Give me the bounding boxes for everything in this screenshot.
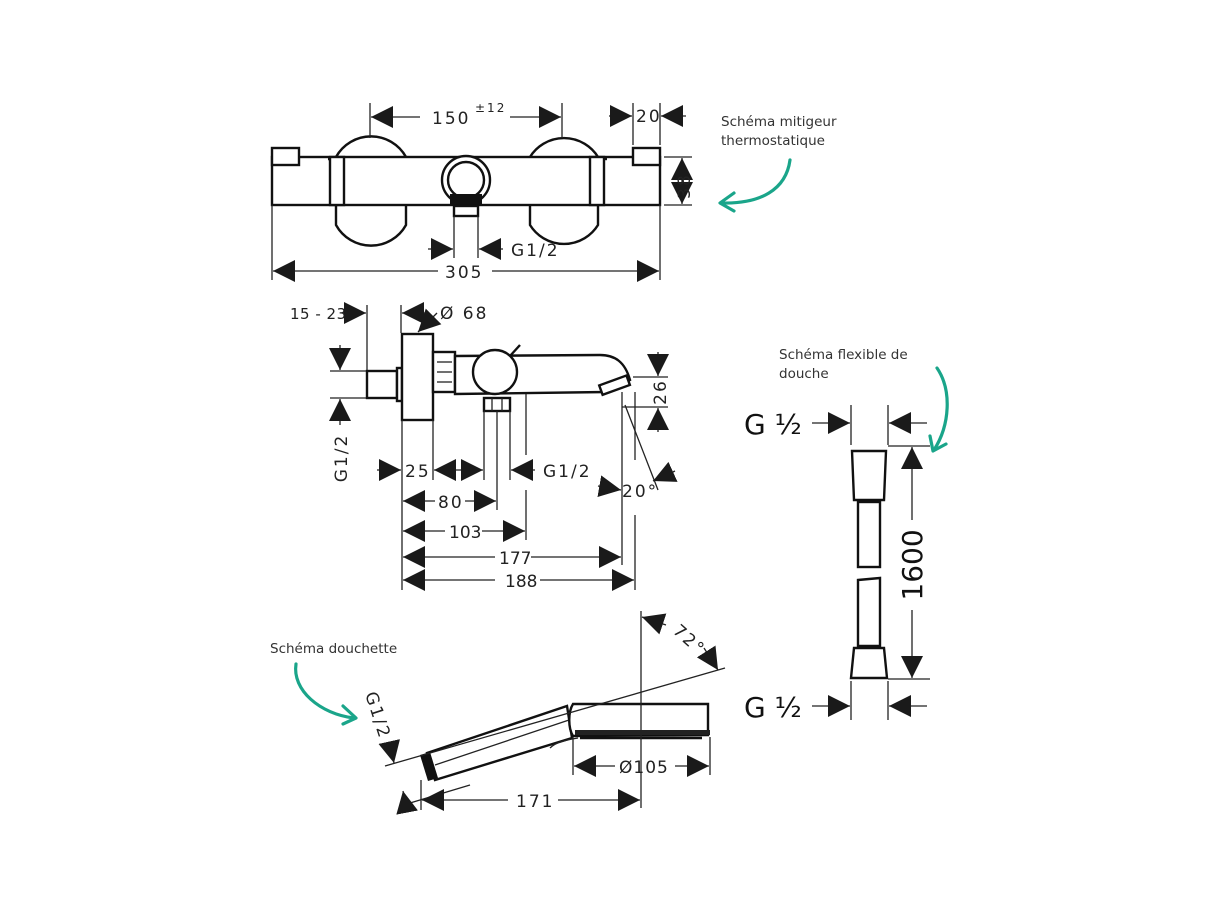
annotation-arrow-hand-shower [294,662,356,720]
dim-spout-height: 26 [651,379,671,405]
dim-80: 80 [438,493,464,513]
caption-hose-line1: Schéma flexible de [779,347,908,363]
dim-length: 171 [516,792,554,812]
dim-hose-length: 1600 [896,529,929,600]
dim-inlet: G1/2 [332,434,352,483]
dim-total-width: 305 [445,263,483,283]
dim-outlet-side: G1/2 [543,462,592,482]
dim-outlet: G1/2 [511,241,560,261]
dim-top-connector: G ½ [744,408,802,441]
dim-spout-angle: 20° [622,482,658,502]
dim-end-width: 20 [636,107,662,127]
dim-188: 188 [505,572,537,592]
rosette [400,332,435,422]
dim-wall-offset: 15 - 23 [290,305,347,323]
temperature-knob [471,348,519,396]
annotation-arrow-hose [932,366,949,452]
right-end-cap [631,146,662,167]
dim-head-diameter: Ø105 [619,758,669,778]
dim-25: 25 [405,462,431,482]
dim-rosette-diameter: Ø 68 [440,304,488,324]
shower-hose: Schéma flexible de douche G ½ 1600 G ½ [744,347,949,724]
caption-hose-line2: douche [779,366,829,382]
hand-shower: Schéma douchette 72° G1/2 Ø105 171 [270,611,726,815]
caption-thermostat-line2: thermostatique [721,133,825,149]
dim-angle: 72° [669,621,709,660]
annotation-arrow-thermostat [720,158,792,205]
left-end-cap [270,146,301,167]
dim-177: 177 [499,549,531,569]
dim-103: 103 [449,523,481,543]
thermostat-top-view: 150 ±12 20 38 G1/2 305 Schéma mitigeur t… [270,101,837,283]
caption-thermostat-line1: Schéma mitigeur [721,114,837,130]
thermostat-side-view: 15 - 23 Ø 68 G1/2 26 25 [290,302,678,592]
dim-height: 38 [675,173,695,199]
dim-connector: G1/2 [360,689,394,741]
shower-head [568,702,710,738]
caption-hand-shower: Schéma douchette [270,641,397,657]
dim-bottom-connector: G ½ [744,691,802,724]
dim-spacing: 150 [432,109,470,129]
dim-spacing-tolerance: ±12 [475,101,506,115]
